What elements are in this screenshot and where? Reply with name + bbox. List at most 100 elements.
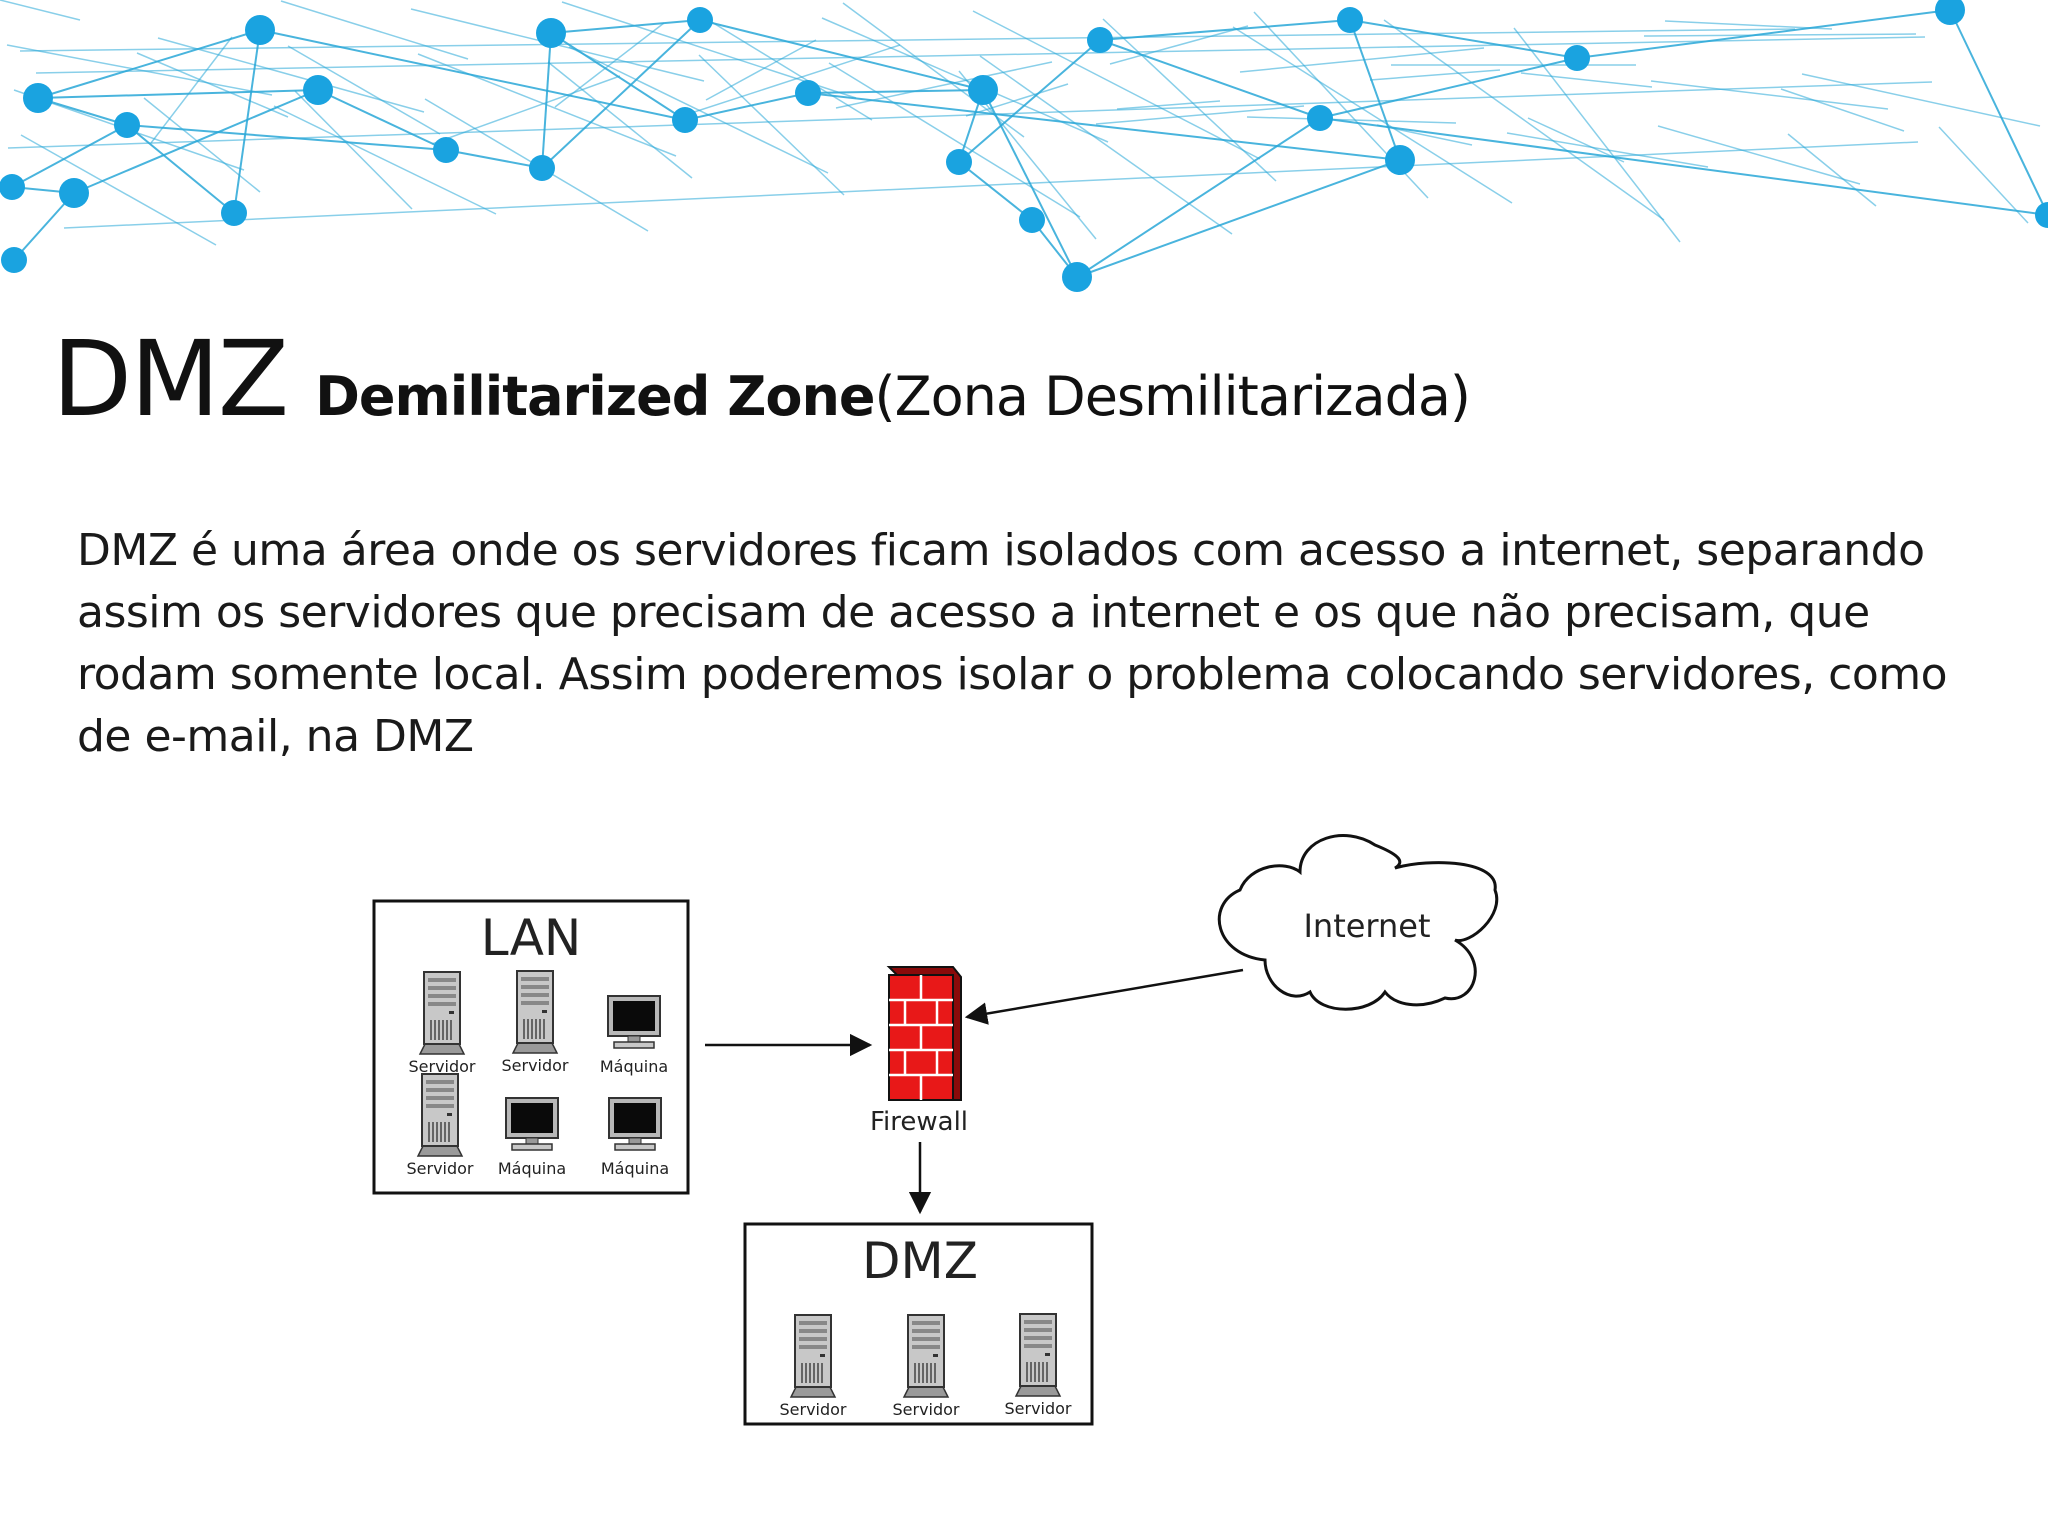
banner-line: [568, 46, 829, 174]
banner-node: [672, 107, 698, 133]
internet-cloud-icon: [1217, 834, 1499, 1011]
banner-line: [150, 36, 233, 144]
device-label: Servidor: [1004, 1399, 1071, 1418]
banner-line: [1576, 9, 1951, 59]
banner-line: [550, 19, 701, 34]
banner-node: [114, 112, 140, 138]
lan-server-1: Servidor: [408, 971, 476, 1076]
banner-line: [1938, 126, 2029, 224]
title-bold: Demilitarized Zone: [315, 365, 875, 428]
network-banner-decoration: [0, 0, 2048, 292]
banner-line: [699, 19, 984, 91]
banner-line: [1076, 117, 1321, 278]
banner-line: [1349, 19, 1578, 59]
machine-icon: [607, 995, 661, 1049]
banner-line: [126, 124, 447, 151]
banner-line: [1506, 132, 1709, 168]
banner-line: [6, 44, 273, 96]
banner-node: [1385, 145, 1415, 175]
banner-line: [273, 105, 497, 215]
banner-node: [2035, 202, 2048, 228]
banner-line: [157, 37, 425, 113]
banner-node: [245, 15, 275, 45]
banner-line: [1949, 9, 2048, 216]
banner-line: [0, 0, 81, 21]
banner-node: [1564, 45, 1590, 71]
banner-line: [1780, 88, 1905, 132]
banner-line: [541, 19, 701, 169]
banner-line: [684, 92, 809, 121]
banner-line: [705, 39, 817, 101]
banner-node: [1, 247, 27, 273]
banner-line: [691, 9, 873, 121]
banner-line: [20, 134, 217, 246]
machine-icon: [608, 1097, 662, 1151]
dmz-server-1: Servidor: [779, 1314, 847, 1419]
lan-machine-6: Máquina: [601, 1097, 669, 1178]
banner-line: [965, 83, 1069, 117]
device-label: Máquina: [600, 1057, 668, 1076]
banner-line: [233, 29, 261, 214]
lan-box: [372, 899, 690, 1195]
dmz-box: [743, 1222, 1094, 1426]
machine-icon: [505, 1097, 559, 1151]
banner-node: [1307, 105, 1333, 131]
banner-line: [1664, 20, 1833, 30]
device-label: Servidor: [406, 1159, 473, 1178]
banner-line: [958, 39, 1101, 163]
banner-node: [0, 174, 25, 200]
banner-line: [1376, 124, 1473, 146]
banner-node: [221, 200, 247, 226]
banner-line: [828, 62, 1081, 218]
banner-line: [1319, 57, 1578, 119]
banner-line: [958, 161, 1033, 221]
banner-node: [946, 149, 972, 175]
banner-line: [417, 53, 677, 157]
banner-line: [37, 29, 261, 99]
banner-line: [1232, 26, 1513, 204]
banner-node: [1019, 207, 1045, 233]
internet-label: Internet: [1303, 907, 1430, 945]
banner-line: [1643, 33, 1917, 37]
firewall-icon: [886, 966, 962, 1101]
banner-line: [1650, 80, 1889, 110]
dmz-server-3: Servidor: [1004, 1313, 1072, 1418]
banner-node: [687, 7, 713, 33]
banner-line: [1801, 73, 2041, 127]
banner-line: [698, 54, 845, 196]
lan-machine-3: Máquina: [600, 995, 668, 1076]
lan-server-4: Servidor: [406, 1073, 474, 1178]
banner-line: [7, 81, 1933, 149]
banner-line: [1787, 133, 1877, 207]
firewall-label: Firewall: [870, 1107, 968, 1137]
banner-line: [37, 97, 128, 126]
banner-line: [431, 75, 621, 145]
device-label: Servidor: [892, 1400, 959, 1419]
banner-line: [1076, 159, 1401, 278]
banner-line: [1657, 125, 1861, 185]
banner-line: [842, 2, 1025, 138]
banner-line: [684, 44, 901, 116]
dmz-server-2: Servidor: [892, 1314, 960, 1419]
banner-line: [835, 61, 1053, 109]
banner-line: [1349, 19, 1401, 161]
device-label: Servidor: [501, 1056, 568, 1075]
banner-node: [433, 137, 459, 163]
banner-node: [968, 75, 998, 105]
banner-line: [547, 61, 693, 179]
banner-line: [37, 89, 319, 99]
lan-server-2: Servidor: [501, 970, 569, 1075]
banner-line: [1520, 72, 1653, 88]
banner-line: [1513, 27, 1681, 243]
banner-line: [136, 52, 289, 118]
banner-line: [63, 141, 1919, 229]
server-icon: [903, 1314, 949, 1398]
banner-node: [1062, 262, 1092, 292]
title-paren: (Zona Desmilitarizada): [874, 365, 1471, 428]
banner-node: [303, 75, 333, 105]
banner-node: [529, 155, 555, 181]
server-icon: [417, 1073, 463, 1157]
